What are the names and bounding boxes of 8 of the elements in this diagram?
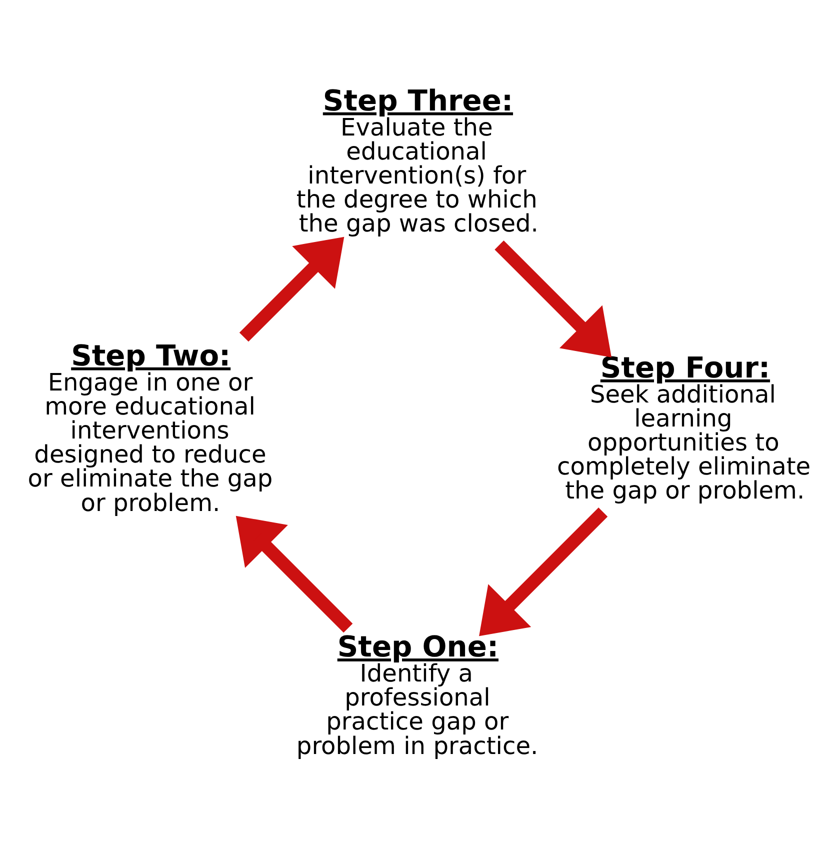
arrow: [479, 507, 608, 636]
node-text: Step Two: Engage in one or more educational interventions designed to reduce or eliminate the gap or problem.: [28, 338, 273, 516]
arrow: [494, 240, 612, 357]
arrow: [239, 236, 344, 342]
node-text: Step One: Identify a professional practice gap or problem in practice.: [296, 628, 538, 760]
node-text: Step Three: Evaluate the educational intervention(s) for the degree to which the gap was closed.: [296, 82, 538, 238]
arrow: [236, 515, 353, 632]
node-text: Step Four: Seek additional learning opportunities to completely eliminate the gap or problem.: [557, 350, 811, 504]
